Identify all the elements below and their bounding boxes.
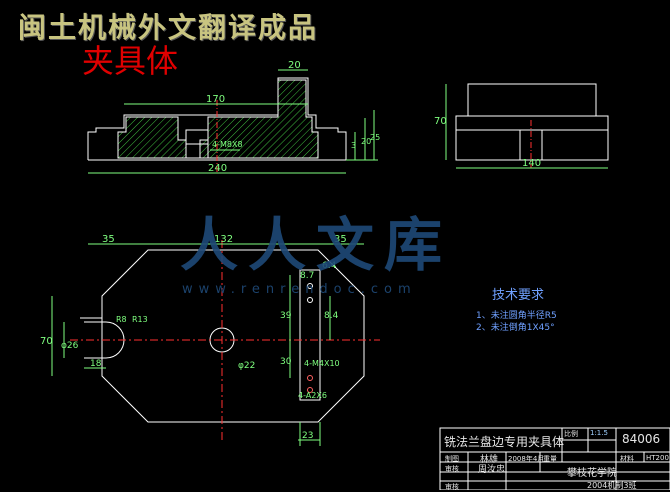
side-view (445, 83, 609, 169)
dim-plan-30: 30 (280, 357, 292, 367)
title-block-school: 攀枝花学院 (567, 468, 617, 479)
dim-top-3: 3 (351, 141, 356, 150)
title-block-name: 铣法兰盘边专用夹具体 (444, 435, 565, 449)
dim-plan-23: 23 (302, 431, 313, 441)
title-block-audit-label: 审核 (445, 483, 459, 491)
dim-plan-39: 39 (280, 311, 292, 321)
dim-plan-a2: 4-A2X6 (298, 391, 327, 400)
title-block-check-label: 审核 (445, 465, 459, 473)
banner-title: 闽土机械外文翻译成品 (18, 11, 319, 44)
dim-plan-d26: φ26 (61, 341, 79, 351)
dim-side-70: 70 (434, 116, 447, 127)
dim-top-thread: 4-M8X8 (212, 140, 243, 149)
dim-plan-d22: φ22 (238, 361, 255, 371)
dim-plan-8-4: 8.4 (324, 311, 339, 321)
title-block-code: 84006 (622, 432, 661, 446)
tech-requirements-title: 技术要求 (492, 288, 545, 303)
dim-plan-18: 18 (90, 359, 102, 369)
title-block-weight-label: 重量 (543, 455, 557, 463)
dim-top-25: 25 (370, 133, 380, 142)
title-block-scale: 1:1.5 (590, 429, 608, 437)
title-block-material-label: 材料 (620, 455, 634, 463)
plan-view (51, 240, 380, 446)
dim-top-20: 20 (288, 60, 301, 71)
dim-plan-6-4: 6.4 (322, 261, 337, 271)
title-block-scale-label: 比例 (564, 430, 578, 438)
dim-plan-r13: R13 (132, 315, 148, 324)
dimension-labels: 20 170 240 4-M8X8 3 20 25 70 140 35 132 … (40, 60, 541, 441)
title-block-frame (439, 427, 670, 490)
dim-plan-35a: 35 (102, 234, 115, 245)
watermark-brand: 人人文库 (180, 211, 453, 279)
title-block-checker: 周汝忠 (478, 465, 506, 475)
dim-plan-m4: 4-M4X10 (304, 359, 340, 368)
dim-side-140: 140 (522, 158, 541, 169)
title-block-drawer: 林雄 (480, 455, 499, 465)
tech-requirement-1: 1、未注圆角半径R5 (476, 311, 557, 321)
watermark-url: www.renrendoc.com (182, 282, 417, 297)
drawing-subtitle: 夹具体 (82, 42, 179, 80)
dim-top-170: 170 (206, 94, 225, 105)
dim-top-240: 240 (208, 163, 227, 174)
dim-plan-r8: R8 (116, 315, 127, 324)
title-block-class: 2004机制3班 (587, 481, 637, 490)
title-block-date: 2008年4月 (508, 455, 545, 463)
tech-requirement-2: 2、未注倒角1X45° (476, 323, 555, 333)
dim-plan-35b: 35 (334, 234, 347, 245)
title-block-draw-label: 制图 (445, 455, 459, 463)
dim-plan-70: 70 (40, 336, 53, 347)
dim-plan-132: 132 (214, 234, 233, 245)
dim-top-20b: 20 (361, 137, 371, 146)
dim-plan-8-7: 8.7 (300, 271, 314, 281)
top-section-view (87, 69, 378, 174)
title-block-material: HT200 (646, 454, 669, 462)
